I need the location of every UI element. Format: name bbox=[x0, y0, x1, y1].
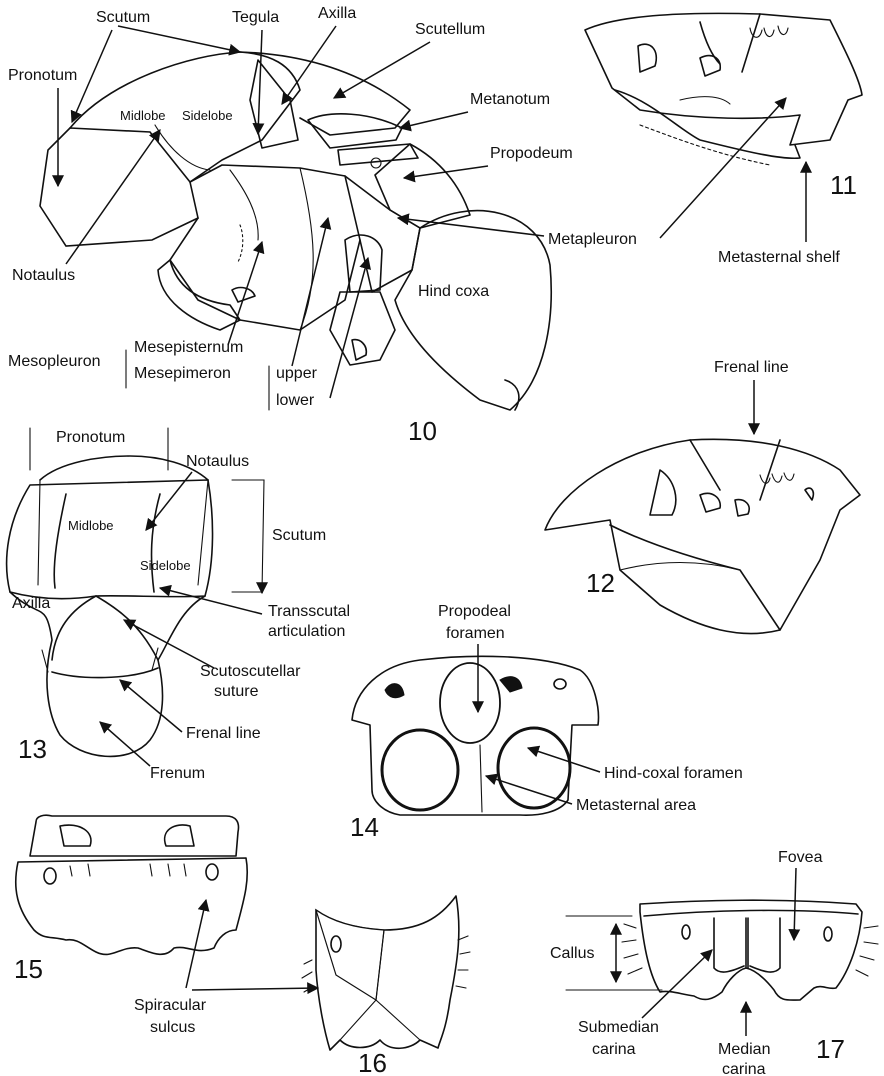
fig17-median-carina-label: carina bbox=[722, 1061, 766, 1076]
fig17-submedian-label: Submedian bbox=[578, 1019, 659, 1036]
fig13-scutoscutellar-label: Scutoscutellar bbox=[200, 663, 301, 680]
fig10-scutellum-label: Scutellum bbox=[415, 21, 485, 38]
figure-17-drawing bbox=[622, 900, 878, 1000]
fig17-submedian-carina-label: carina bbox=[592, 1041, 636, 1058]
figure-17: Fovea Callus Submedian carina Median car… bbox=[550, 849, 878, 1076]
fig17-median-label: Median bbox=[718, 1041, 770, 1058]
fig13-pronotum-label: Pronotum bbox=[56, 429, 125, 446]
figure-12: Frenal line 12 bbox=[545, 359, 860, 634]
fig13-notaulus-label: Notaulus bbox=[186, 453, 249, 470]
fig10-sidelobe-label: Sidelobe bbox=[182, 108, 233, 123]
fig16-spiracular-label: Spiracular bbox=[134, 997, 207, 1014]
figure-13-number: 13 bbox=[18, 734, 47, 764]
fig16-sulcus-label: sulcus bbox=[150, 1019, 195, 1036]
figure-10-number: 10 bbox=[408, 416, 437, 446]
figure-11-drawing bbox=[585, 13, 862, 165]
figure-14-drawing bbox=[352, 656, 598, 815]
fig14-foramen-label: foramen bbox=[446, 625, 505, 642]
fig13-midlobe-label: Midlobe bbox=[68, 518, 114, 533]
fig13-suture-label: suture bbox=[214, 683, 259, 700]
fig10-propodeum-label: Propodeum bbox=[490, 145, 573, 162]
fig17-fovea-label: Fovea bbox=[778, 849, 823, 866]
fig10-mesepisternum-label: Mesepisternum bbox=[134, 339, 243, 356]
fig14-propodeal-label: Propodeal bbox=[438, 603, 511, 620]
fig10-pronotum-label: Pronotum bbox=[8, 67, 77, 84]
figure-16-drawing bbox=[302, 896, 470, 1050]
figure-16-number: 16 bbox=[358, 1048, 387, 1076]
fig14-hind-coxal-foramen-label: Hind-coxal foramen bbox=[604, 765, 743, 782]
figure-11: 11 Metasternal shelf bbox=[585, 13, 862, 266]
figure-15-number: 15 bbox=[14, 954, 43, 984]
fig12-frenal-line-label: Frenal line bbox=[714, 359, 789, 376]
fig11-metasternal-shelf-label: Metasternal shelf bbox=[718, 249, 840, 266]
fig10-notaulus-label: Notaulus bbox=[12, 267, 75, 284]
fig13-articulation-label: articulation bbox=[268, 623, 345, 640]
fig13-sidelobe-label: Sidelobe bbox=[140, 558, 191, 573]
fig10-lower-label: lower bbox=[276, 392, 315, 409]
figure-15: 15 bbox=[14, 815, 247, 984]
fig10-midlobe-label: Midlobe bbox=[120, 108, 166, 123]
fig10-mesepimeron-label: Mesepimeron bbox=[134, 365, 231, 382]
fig14-metasternal-area-label: Metasternal area bbox=[576, 797, 696, 814]
fig10-mesopleuron-label: Mesopleuron bbox=[8, 353, 101, 370]
fig13-axilla-label: Axilla bbox=[12, 595, 50, 612]
fig17-callus-label: Callus bbox=[550, 945, 594, 962]
figure-12-number: 12 bbox=[586, 568, 615, 598]
figure-11-number: 11 bbox=[830, 170, 857, 200]
fig10-axilla-label: Axilla bbox=[318, 5, 356, 22]
figure-14: Propodeal foramen Hind-coxal foramen Met… bbox=[350, 603, 743, 842]
figure-10: Scutum Tegula Axilla Scutellum Pronotum … bbox=[8, 5, 637, 446]
figure-16: Spiracular sulcus 16 bbox=[134, 896, 470, 1076]
fig10-upper-label: upper bbox=[276, 365, 318, 382]
fig10-tegula-label: Tegula bbox=[232, 9, 279, 26]
figure-12-drawing bbox=[545, 439, 860, 633]
figure-17-number: 17 bbox=[816, 1034, 845, 1064]
fig10-hind-coxa-label: Hind coxa bbox=[418, 283, 489, 300]
fig10-metanotum-label: Metanotum bbox=[470, 91, 550, 108]
figure-14-number: 14 bbox=[350, 812, 379, 842]
fig10-scutum-label: Scutum bbox=[96, 9, 150, 26]
fig13-transscutal-label: Transscutal bbox=[268, 603, 350, 620]
fig13-scutum-label: Scutum bbox=[272, 527, 326, 544]
fig13-frenum-label: Frenum bbox=[150, 765, 205, 782]
fig10-metapleuron-label: Metapleuron bbox=[548, 231, 637, 248]
figure-13-arrows bbox=[100, 472, 264, 766]
figure-15-drawing bbox=[16, 815, 248, 954]
fig13-frenal-line-label: Frenal line bbox=[186, 725, 261, 742]
figure-13: Pronotum Notaulus Midlobe Scutum Sidelob… bbox=[7, 428, 350, 782]
